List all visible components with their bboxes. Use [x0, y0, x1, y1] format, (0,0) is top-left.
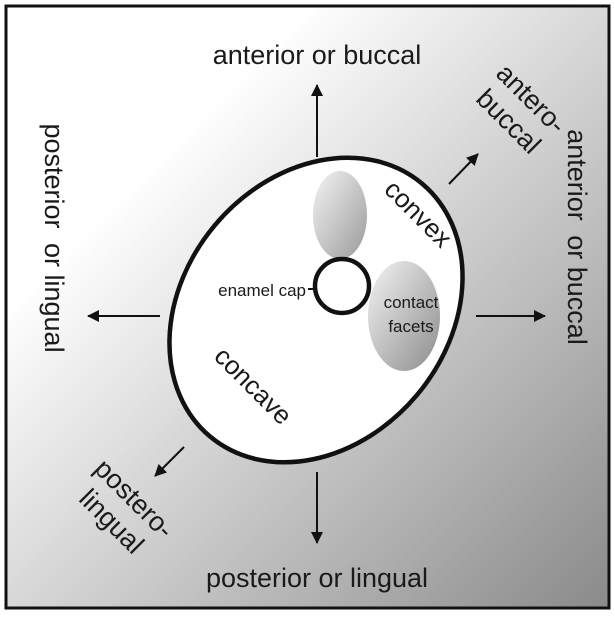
label-left-direction: posterior or lingual — [39, 123, 69, 352]
label-right-part2: or buccal — [562, 235, 592, 345]
label-left-part1: posterior — [39, 123, 69, 228]
contact-facet-upper — [313, 171, 367, 259]
label-left-line1: posterior or lingual — [39, 123, 69, 352]
label-left-part2: or lingual — [39, 243, 69, 353]
enamel-cap-circle — [312, 256, 372, 316]
tooth-outline — [167, 155, 465, 465]
contact-facet-lower — [368, 261, 440, 371]
label-enamel-cap: enamel cap — [218, 281, 306, 300]
direction-arrows — [87, 84, 546, 544]
label-facets: facets — [388, 317, 433, 336]
arrow-up-right — [448, 153, 479, 185]
label-right-direction: anterior or buccal — [562, 129, 592, 345]
label-top-direction: anterior or buccal — [213, 40, 422, 70]
label-right-line1: anterior or buccal — [562, 129, 592, 345]
arrow-down-left — [154, 446, 185, 477]
label-bottom-direction: posterior or lingual — [206, 563, 428, 593]
label-right-part1: anterior — [562, 129, 592, 221]
label-contact: contact — [384, 293, 439, 312]
